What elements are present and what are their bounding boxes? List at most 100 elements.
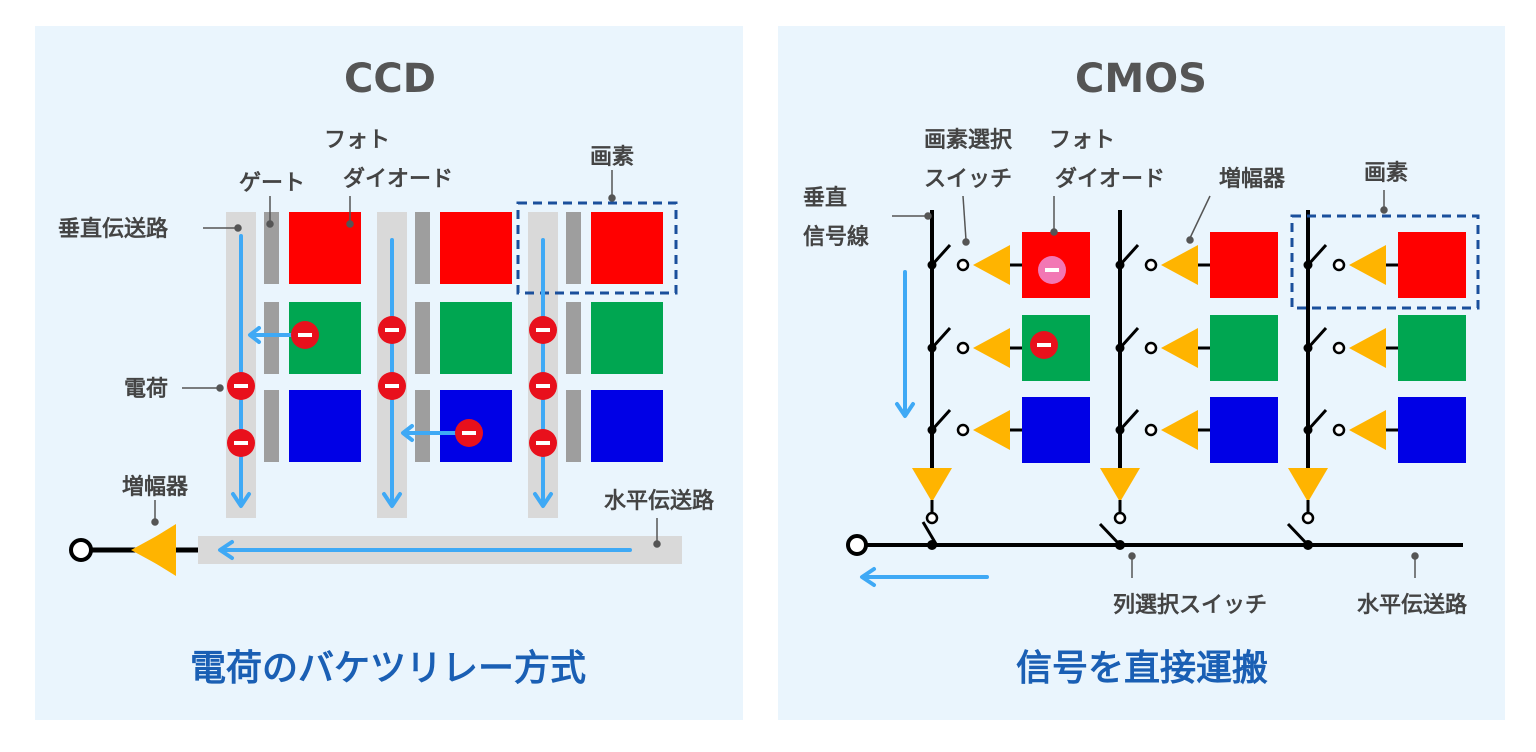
ccd-horizontal-arrow [218,540,632,560]
electron-icon [291,321,319,349]
ccd-gate [566,302,581,374]
electron-icon [1038,256,1066,284]
ccd-caption: 電荷のバケツリレー方式 [190,648,586,689]
cmos-pixel-select-switch [1118,243,1140,267]
ccd-label-amplifier: 増幅器 [122,474,189,500]
cmos-label-pixel-select-line2: スイッチ [924,167,1012,192]
cmos-pixel-amplifier-icon [1349,245,1386,285]
cmos-pixel-select-switch [1118,408,1140,432]
ccd-photodiode-red [591,212,663,284]
cmos-horizontal-arrow [860,567,989,587]
cmos-pixel-select-switch [1118,326,1140,350]
ccd-amplifier-shape [134,524,176,576]
cmos-panel-background [778,26,1505,720]
cmos-photodiode-green [1210,315,1278,381]
ccd-photodiodes [289,212,663,462]
cmos-label-amplifier: 増幅器 [1219,166,1286,192]
ccd-gates [264,212,581,462]
cmos-switch-contact [1144,341,1158,355]
cmos-pixel-select-switch [930,243,952,267]
ccd-output-terminal [69,538,93,562]
cmos-vertical-arrow [895,270,915,418]
cmos-switch-contact [1332,423,1346,437]
cmos-switch-contact [956,341,970,355]
ccd-gate [264,212,279,284]
electron-icon [529,429,557,457]
cmos-caption: 信号を直接運搬 [1016,648,1268,689]
ccd-gate [415,390,430,462]
cmos-pixel-outline [1290,214,1480,310]
cmos-switch-contact [1144,423,1158,437]
cmos-photodiode-blue [1210,397,1278,463]
cmos-photodiode-red [1210,232,1278,298]
cmos-pixel-amplifier-icon [1161,410,1198,450]
cmos-pixel-select-switch [1306,326,1328,350]
cmos-pixel-amplifier-icon [1349,328,1386,368]
ccd-photodiode-red [440,212,512,284]
cmos-switch-contact [956,423,970,437]
ccd-label-photodiode-line2: ダイオード [343,166,453,192]
ccd-gate [415,212,430,284]
cmos-label-horizontal-path: 水平伝送路 [1357,592,1468,618]
electron-icon [378,316,406,344]
cmos-label-column-select: 列選択スイッチ [1113,593,1267,618]
cmos-output-terminal [846,534,868,556]
cmos-switch-contact [1332,258,1346,272]
electron-icon [227,372,255,400]
electron-icon [378,372,406,400]
cmos-label-pixel: 画素 [1364,160,1408,186]
ccd-vertical-arrow-1 [231,234,251,508]
electron-icon [529,316,557,344]
cmos-label-photodiode-line2: ダイオード [1055,166,1165,192]
cmos-pixel-select-switch [1306,408,1328,432]
cmos-photodiode-blue [1398,397,1466,463]
ccd-leader-lines [151,170,661,548]
cmos-column-stubs [930,500,1310,512]
electron-icon [227,429,255,457]
ccd-photodiode-green [440,302,512,374]
ccd-side-arrow-2 [401,424,460,442]
ccd-side-arrow-1 [248,326,295,344]
ccd-photodiode-green [591,302,663,374]
cmos-leader-lines [892,190,1419,578]
cmos-photodiode-red [1398,232,1466,298]
ccd-gate [415,302,430,374]
ccd-gate [566,212,581,284]
cmos-photodiode-green [1398,315,1466,381]
cmos-pixel-amplifier-icon [1161,328,1198,368]
cmos-pixel-amplifier-icon [973,245,1010,285]
ccd-panel: CCD [35,26,743,720]
cmos-junction-dots [927,540,1313,550]
cmos-arrows [860,270,989,587]
cmos-pixel-amplifier-icon [1161,245,1198,285]
ccd-label-photodiode-line1: フォト [324,128,390,153]
cmos-pixel-select-switch [930,408,952,432]
ccd-title: CCD [344,56,436,102]
ccd-label-horizontal-path: 水平伝送路 [604,488,715,514]
cmos-column-amplifier-icon [912,468,952,502]
cmos-column-amplifiers [912,468,1328,502]
cmos-pixel-amplifier-icon [1349,410,1386,450]
ccd-label-charge: 電荷 [124,377,168,402]
ccd-label-vertical-path: 垂直伝送路 [58,216,169,242]
cmos-photodiode-blue [1022,397,1090,463]
ccd-label-gate: ゲート [239,171,305,196]
electron-icon [455,419,483,447]
cmos-label-photodiode-line1: フォト [1049,128,1115,153]
cmos-pixel-amplifier-icon [973,410,1010,450]
ccd-gate [566,390,581,462]
ccd-photodiode-blue [591,390,663,462]
cmos-title: CMOS [1075,56,1207,102]
cmos-label-pixel-select-line1: 画素選択 [924,127,1013,153]
cmos-label-vertical-line1: 垂直 [803,185,847,211]
ccd-gate [264,302,279,374]
cmos-pixel-select-switch [930,326,952,350]
ccd-pixel-outline [516,201,678,295]
ccd-photodiode-blue [289,390,361,462]
cmos-label-vertical-line2: 信号線 [803,224,869,250]
ccd-label-pixel: 画素 [590,144,634,170]
cmos-switch-contact [1332,341,1346,355]
electron-icon [1030,331,1058,359]
cmos-pixel-amplifier-icon [973,328,1010,368]
